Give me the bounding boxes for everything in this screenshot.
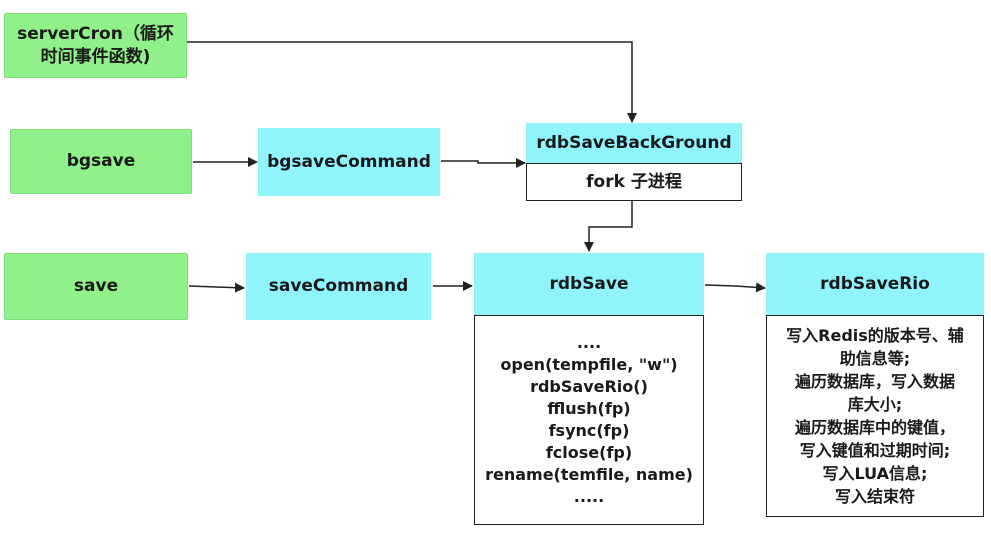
rdbsavebackground-node: rdbSaveBackGround [526, 123, 742, 163]
rdbsaverio-step: 遍历数据库中的键值， [794, 418, 955, 437]
rdbsaverio-label: rdbSaveRio [820, 273, 930, 294]
save-label: save [73, 276, 119, 297]
savecommand-label: saveCommand [268, 276, 409, 297]
rdbsave-steps-box: .... open(tempfile, "w") rdbSaveRio() ff… [474, 315, 704, 525]
bgsavecommand-label: bgsaveCommand [267, 151, 431, 172]
rdbsaverio-step: 写入结束符 [834, 487, 915, 506]
rdbsave-node: rdbSave [474, 253, 704, 315]
bgsave-node: bgsave [10, 129, 192, 194]
rdbsaverio-step: 库大小; [847, 395, 903, 414]
rdbsaverio-step: 写入LUA信息; [822, 464, 928, 483]
arrow-fork-to-rdbsave [584, 200, 633, 252]
fork-child-process-label: fork 子进程 [586, 171, 682, 192]
fork-child-process-box: fork 子进程 [526, 163, 742, 201]
servercron-label-line-1: serverCron（循环 [17, 24, 174, 45]
rdbsave-step: fsync(fp) [548, 421, 630, 440]
rdbsavebackground-label: rdbSaveBackGround [536, 132, 732, 153]
arrow-bgsavecommand-to-rdbsavebackground [441, 158, 526, 168]
servercron-node: serverCron（循环 时间事件函数) [4, 13, 187, 78]
bgsave-label: bgsave [66, 151, 136, 172]
rdbsave-step: .... [576, 333, 602, 352]
arrow-servercron-to-rdbsavebackground [187, 41, 637, 123]
rdbsave-step: fclose(fp) [545, 443, 633, 462]
rdbsaverio-step: 写入键值和过期时间; [799, 441, 951, 460]
rdbsave-step: rdbSaveRio() [530, 377, 648, 396]
rdbsave-step: open(tempfile, "w") [500, 355, 678, 374]
rdbsave-step: fflush(fp) [547, 399, 631, 418]
savecommand-node: saveCommand [246, 253, 431, 320]
servercron-label-line-2: 时间事件函数) [40, 46, 151, 67]
rdbsave-step: ..... [573, 487, 605, 506]
save-node: save [4, 253, 188, 320]
rdbsaverio-node: rdbSaveRio [766, 253, 984, 315]
rdbsaverio-step: 助信息等; [839, 349, 911, 368]
arrow-save-to-savecommand [188, 282, 245, 293]
rdbsaverio-step: 写入Redis的版本号、辅 [786, 326, 964, 345]
rdbsave-step: rename(temfile, name) [485, 465, 693, 484]
arrow-rdbsave-to-rdbsaverio [704, 282, 766, 293]
bgsavecommand-node: bgsaveCommand [258, 128, 440, 196]
rdbsaverio-steps-box: 写入Redis的版本号、辅 助信息等; 遍历数据库，写入数据 库大小; 遍历数据… [766, 315, 984, 517]
rdbsave-label: rdbSave [549, 273, 629, 294]
rdbsaverio-step: 遍历数据库，写入数据 [794, 372, 955, 391]
